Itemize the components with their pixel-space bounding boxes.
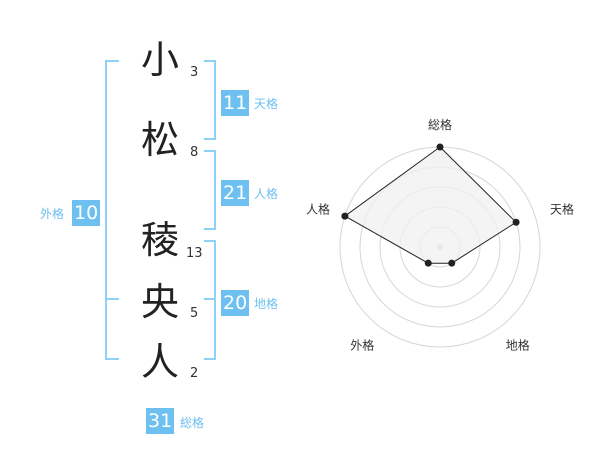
name-char-4: 央 <box>140 280 179 324</box>
radar-point-1 <box>436 143 444 151</box>
chikaku-badge: 20 <box>221 290 250 316</box>
name-char-2: 松 <box>140 118 179 162</box>
radar-point-3 <box>448 259 456 267</box>
gaikaku-bracket-tick <box>105 298 119 300</box>
radar-point-4 <box>424 259 432 267</box>
radar-polygon <box>343 146 517 264</box>
gaikaku-bracket <box>105 60 119 360</box>
tenkaku-bracket <box>204 60 216 140</box>
chikaku-bracket <box>204 240 216 360</box>
chikaku-label: 地格 <box>254 297 279 311</box>
chikaku-bracket-tick <box>204 298 216 300</box>
radar-shape <box>341 143 520 267</box>
gaikaku-label: 外格 <box>40 207 65 221</box>
name-char-1: 小 <box>140 38 179 82</box>
radar-point-5 <box>341 212 349 220</box>
radar-axis-label-4: 外格 <box>350 338 374 353</box>
name-char-3: 稜 <box>140 218 179 262</box>
radar-axis-label-3: 地格 <box>506 338 530 353</box>
stroke-count-2: 8 <box>190 145 199 160</box>
jinkaku-label: 人格 <box>254 187 279 201</box>
tenkaku-label: 天格 <box>254 97 279 111</box>
name-char-5: 人 <box>140 340 179 384</box>
soukaku-label: 総格 <box>180 416 205 430</box>
radar-axis-label-1: 総格 <box>428 117 452 132</box>
stroke-count-5: 2 <box>190 366 199 381</box>
stroke-count-3: 13 <box>186 246 203 261</box>
gaikaku-badge: 10 <box>72 200 101 226</box>
jinkaku-bracket <box>204 150 216 230</box>
tenkaku-badge: 11 <box>221 90 250 116</box>
stroke-count-4: 5 <box>190 306 199 321</box>
jinkaku-badge: 21 <box>221 180 250 206</box>
radar-axis-label-5: 人格 <box>306 201 330 216</box>
radar-point-2 <box>512 218 520 226</box>
soukaku-badge: 31 <box>146 408 175 434</box>
stroke-count-1: 3 <box>190 65 199 80</box>
radar-axis-label-2: 天格 <box>550 201 574 216</box>
